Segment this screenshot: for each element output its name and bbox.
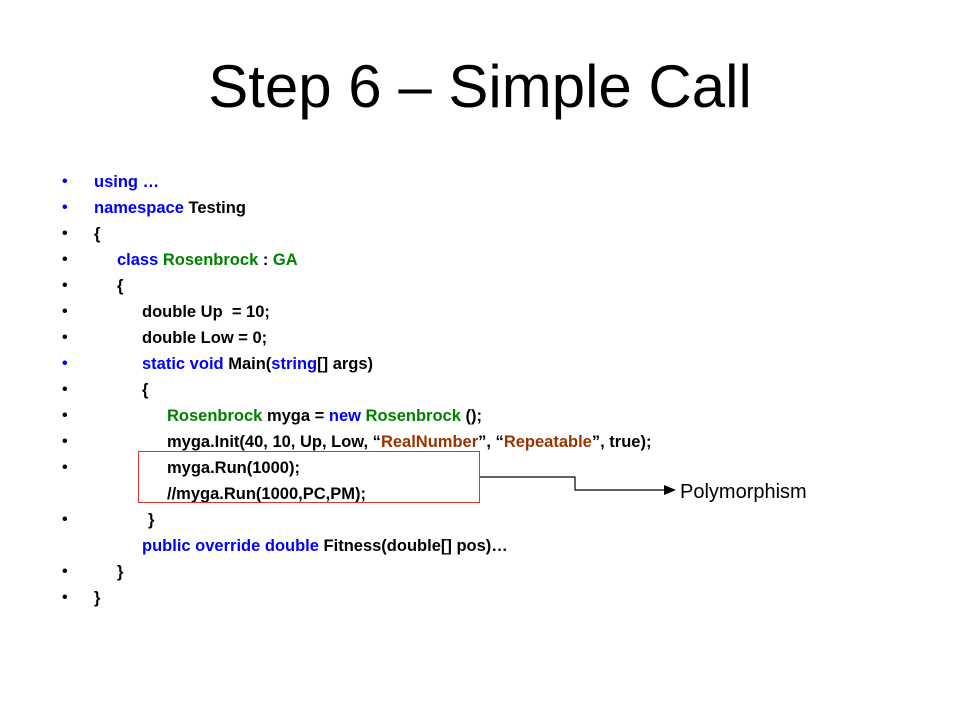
code-line: double Up = 10; xyxy=(142,299,270,325)
bullet-marker: • xyxy=(62,303,68,320)
code-token: } xyxy=(94,589,101,607)
code-line: class Rosenbrock : GA xyxy=(117,247,298,273)
code-line: } xyxy=(148,507,154,533)
code-token: Main( xyxy=(223,355,272,373)
bullet-marker: • xyxy=(62,589,68,606)
code-token: ”, true); xyxy=(591,433,652,451)
code-line: } xyxy=(117,559,123,585)
code-token: RealNumber xyxy=(380,433,479,451)
code-token: : xyxy=(258,251,273,269)
bullet-marker: • xyxy=(62,511,68,528)
code-token: } xyxy=(148,511,155,529)
code-token: GA xyxy=(272,251,298,269)
code-token: new xyxy=(328,407,361,425)
bullet-marker: • xyxy=(62,459,68,476)
bullet-marker: • xyxy=(62,251,68,268)
bullet-marker: • xyxy=(62,173,68,190)
bullet-marker: • xyxy=(62,225,68,242)
code-token: myga = xyxy=(262,407,329,425)
code-line: myga.Init(40, 10, Up, Low, “RealNumber”,… xyxy=(167,429,651,455)
code-token: { xyxy=(94,225,101,243)
code-line: Rosenbrock myga = new Rosenbrock (); xyxy=(167,403,482,429)
code-line: { xyxy=(94,221,100,247)
code-line: myga.Run(1000); xyxy=(167,455,300,481)
code-line: public override double Fitness(double[] … xyxy=(142,533,508,559)
code-line: { xyxy=(142,377,148,403)
code-token: } xyxy=(117,563,124,581)
code-token: double Up = 10; xyxy=(142,303,270,321)
code-token: double Low = 0; xyxy=(142,329,268,347)
code-token: public override double xyxy=(142,537,319,555)
code-token: class xyxy=(117,251,159,269)
highlight-box xyxy=(138,451,480,503)
bullet-marker: • xyxy=(62,407,68,424)
code-line: //myga.Run(1000,PC,PM); xyxy=(167,481,366,507)
code-token: using … xyxy=(94,173,160,191)
code-line: double Low = 0; xyxy=(142,325,267,351)
code-token: { xyxy=(142,381,149,399)
bullet-marker: • xyxy=(62,433,68,450)
code-token: Fitness(double[] pos)… xyxy=(318,537,508,555)
code-token: myga.Run(1000); xyxy=(167,459,300,477)
bullet-marker: • xyxy=(62,355,68,372)
code-line: using … xyxy=(94,169,159,195)
bullet-marker: • xyxy=(62,329,68,346)
code-token: Rosenbrock xyxy=(158,251,259,269)
bullet-marker: • xyxy=(62,199,68,216)
code-token: namespace xyxy=(94,199,184,217)
code-token: Testing xyxy=(183,199,246,217)
bullet-marker: • xyxy=(62,563,68,580)
code-token: (); xyxy=(460,407,482,425)
code-token: Repeatable xyxy=(503,433,592,451)
code-line: } xyxy=(94,585,100,611)
slide-title: Step 6 – Simple Call xyxy=(208,53,752,120)
code-line: namespace Testing xyxy=(94,195,246,221)
code-token: { xyxy=(117,277,124,295)
code-token: [] args) xyxy=(317,355,374,373)
code-token: Rosenbrock xyxy=(167,407,263,425)
code-line: static void Main(string[] args) xyxy=(142,351,373,377)
code-token: string xyxy=(271,355,318,373)
code-token: static void xyxy=(142,355,224,373)
annotation-label: Polymorphism xyxy=(680,481,807,503)
code-token: Rosenbrock xyxy=(360,407,461,425)
code-token: ”, “ xyxy=(478,433,504,451)
code-token: myga.Init(40, 10, Up, Low, “ xyxy=(167,433,381,451)
bullet-marker: • xyxy=(62,277,68,294)
code-line: { xyxy=(117,273,123,299)
code-token: //myga.Run(1000,PC,PM); xyxy=(167,485,366,503)
bullet-marker: • xyxy=(62,381,68,398)
